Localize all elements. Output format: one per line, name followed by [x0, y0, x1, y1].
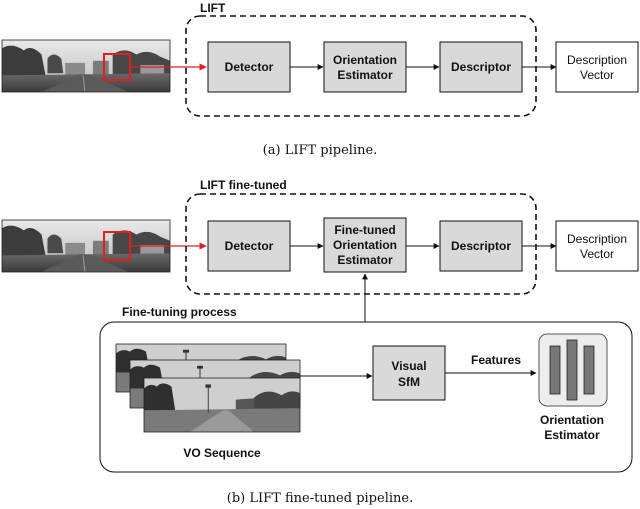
lift-group-label: LIFT: [200, 1, 226, 15]
lift-finetuned-group-label: LIFT fine-tuned: [200, 178, 287, 192]
finetuning-group-box: [99, 321, 633, 473]
caption-b: (b) LIFT fine-tuned pipeline.: [227, 491, 413, 506]
output-box-a: [555, 41, 639, 93]
vo-sequence-stack: [115, 343, 301, 433]
output-label-a-1: Description: [567, 53, 627, 67]
detector-label-b: Detector: [225, 239, 274, 253]
sfm-label-2: SfM: [398, 375, 420, 389]
sfm-label-1: Visual: [391, 359, 426, 373]
detector-label-a: Detector: [225, 60, 274, 74]
pipeline-a: LIFT Detector Orientation Estimator Desc…: [1, 1, 639, 158]
descriptor-label-a: Descriptor: [451, 60, 511, 74]
orientation-box-a: [323, 41, 407, 93]
estimator-label-2: Estimator: [544, 428, 600, 442]
orientation-label-a-1: Orientation: [333, 53, 397, 67]
orientation-label-b-2: Orientation: [333, 238, 397, 252]
orientation-estimator-icon: [538, 333, 608, 407]
output-label-b-2: Vector: [580, 247, 614, 261]
output-box-b: [555, 220, 639, 272]
lift-finetuned-group-box: [185, 193, 537, 295]
features-label: Features: [471, 353, 521, 367]
orientation-label-a-2: Estimator: [337, 68, 393, 82]
output-label-b-1: Description: [567, 232, 627, 246]
finetuning-process: Fine-tuning process VO Sequence Visual S…: [99, 305, 633, 473]
orientation-label-b-1: Fine-tuned: [334, 223, 395, 237]
pipeline-b: LIFT fine-tuned Detector Fine-tuned Orie…: [1, 178, 639, 322]
caption-a: (a) LIFT pipeline.: [263, 143, 378, 158]
finetuned-orientation-box-b: [323, 217, 407, 273]
descriptor-box-b: [439, 220, 523, 272]
orientation-label-b-3: Estimator: [337, 253, 393, 267]
output-label-a-2: Vector: [580, 68, 614, 82]
finetuning-group-label: Fine-tuning process: [122, 305, 237, 319]
lift-group-box: [185, 15, 537, 117]
detector-box-a: [207, 41, 291, 93]
visual-sfm-box: [372, 345, 446, 401]
descriptor-label-b: Descriptor: [451, 239, 511, 253]
vo-sequence-label: VO Sequence: [183, 446, 261, 460]
estimator-label-1: Orientation: [540, 413, 604, 427]
input-image-a: [1, 39, 171, 93]
